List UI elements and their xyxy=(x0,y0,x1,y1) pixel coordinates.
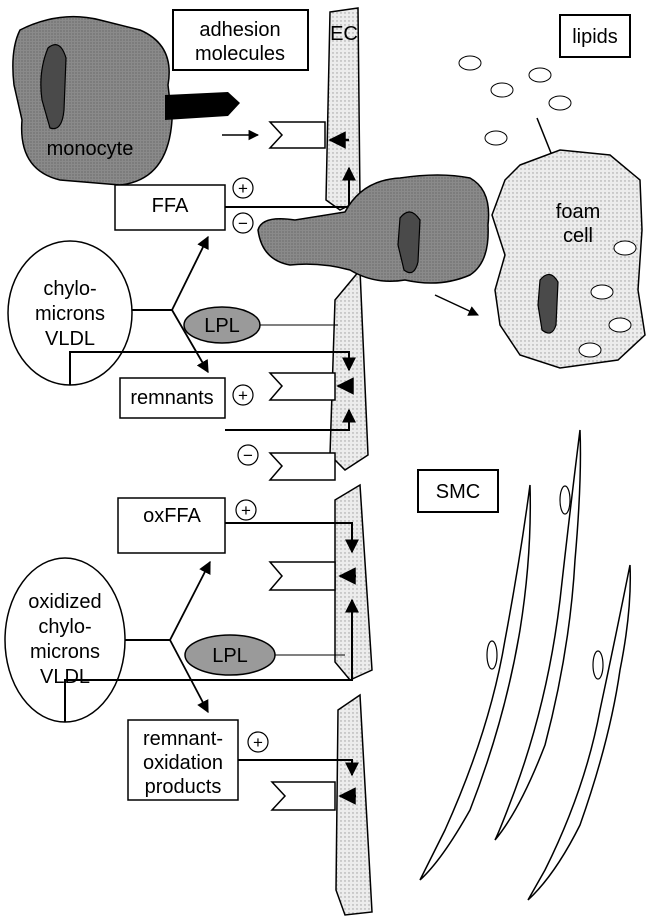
ox-label-line1: oxidized xyxy=(28,591,101,613)
lipid-droplet xyxy=(459,56,481,70)
lipid-droplet xyxy=(491,83,513,97)
oxffa-plus-sign: + xyxy=(241,501,251,520)
remnants-label: remnants xyxy=(130,387,213,409)
lipid-droplet xyxy=(529,68,551,82)
foam-label-line2: cell xyxy=(563,225,593,247)
chylo-label-line3: VLDL xyxy=(45,328,95,350)
monocyte-label: monocyte xyxy=(47,138,134,160)
smc-nucleus-3 xyxy=(593,651,603,679)
lipids-label: lipids xyxy=(572,26,618,48)
adhesion-label-line2: molecules xyxy=(195,43,285,65)
receptor-middle-1 xyxy=(270,373,335,400)
smc-nucleus-2 xyxy=(560,486,570,514)
remnants-plus-sign: + xyxy=(238,386,248,405)
lipid-droplet xyxy=(485,131,507,145)
endothelial-cell-3 xyxy=(335,485,372,680)
ffa-label: FFA xyxy=(152,195,189,217)
smc-nucleus-1 xyxy=(487,641,497,669)
remox-label-line3: products xyxy=(145,776,222,798)
chylo-label-line2: microns xyxy=(35,303,105,325)
ec-label: EC xyxy=(330,23,358,45)
receptor-middle-2 xyxy=(270,453,335,480)
oxffa-label: oxFFA xyxy=(143,505,201,527)
ffa-plus-sign: + xyxy=(238,179,248,198)
chylo-label-line1: chylo- xyxy=(43,278,96,300)
foam-label-line1: foam xyxy=(556,201,600,223)
smc-cell-1 xyxy=(420,485,530,880)
lipid-droplet xyxy=(549,96,571,110)
arrow-monocyte-to-foam xyxy=(435,295,478,315)
remox-label-line2: oxidation xyxy=(143,752,223,774)
foam-cell xyxy=(492,150,645,368)
foam-lipid-droplet xyxy=(614,241,636,255)
adhesion-connector xyxy=(165,92,240,120)
ox-label-line3: microns xyxy=(30,641,100,663)
foam-lipid-droplet xyxy=(609,318,631,332)
smc-label: SMC xyxy=(436,481,480,503)
receptor-bottom xyxy=(272,782,335,810)
ox-label-line2: chylo- xyxy=(38,616,91,638)
ox-arrow-to-oxffa xyxy=(170,562,210,640)
endothelial-cell-4 xyxy=(336,695,372,915)
remnants-minus-sign: − xyxy=(243,446,253,465)
transmigrating-monocyte xyxy=(258,175,489,283)
remox-plus-sign: + xyxy=(253,733,263,752)
foam-lipid-droplet xyxy=(591,285,613,299)
lpl-top-label: LPL xyxy=(204,315,240,337)
foam-lipid-droplet xyxy=(579,343,601,357)
ffa-minus-sign: − xyxy=(238,214,248,233)
receptor-top xyxy=(270,122,325,148)
oxffa-feedback-line xyxy=(225,523,352,552)
receptor-lower xyxy=(270,562,335,590)
remox-label-line1: remnant- xyxy=(143,728,223,750)
lpl-bottom-label: LPL xyxy=(212,645,248,667)
adhesion-label-line1: adhesion xyxy=(199,19,280,41)
foam-nucleus xyxy=(538,274,558,333)
remox-feedback-line xyxy=(238,760,352,775)
chylo-arrow-to-ffa xyxy=(172,237,208,310)
